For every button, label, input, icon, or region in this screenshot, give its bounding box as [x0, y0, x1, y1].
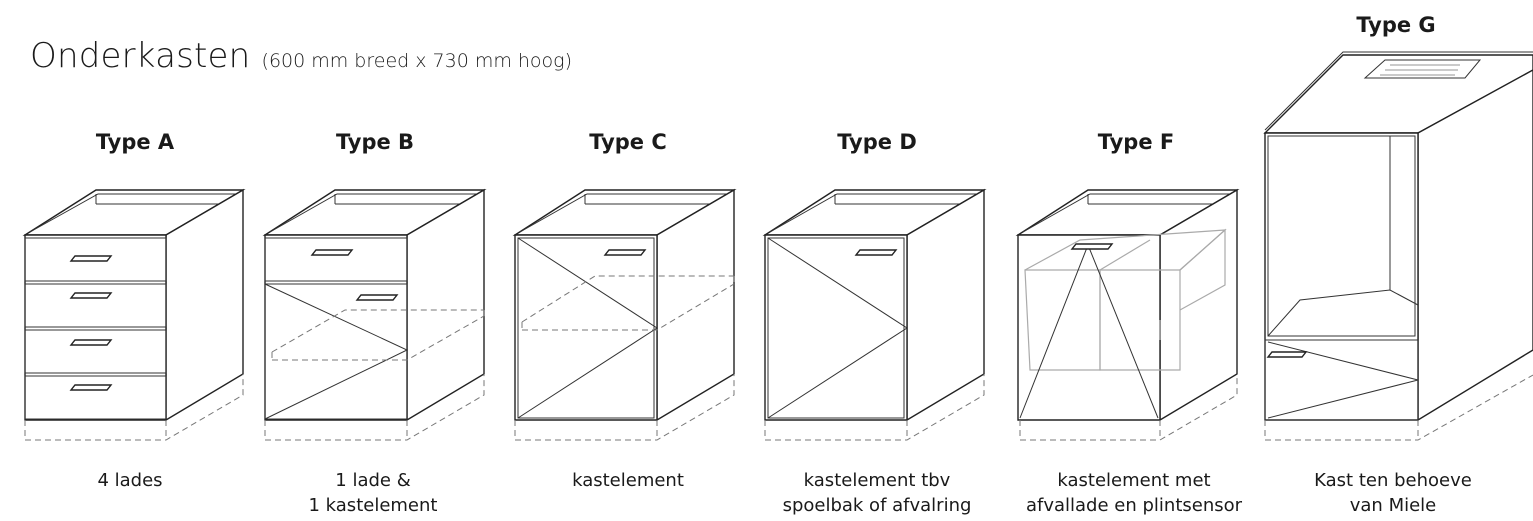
type-d-label: Type D [837, 130, 917, 154]
type-b-description: 1 lade & 1 kastelement [308, 470, 438, 516]
type-c-label: Type C [589, 130, 667, 154]
page-title: Onderkasten (600 mm breed x 730 mm hoog) [30, 36, 572, 76]
type-f-label: Type F [1097, 130, 1175, 154]
type-c-description: kastelement [572, 470, 684, 491]
vent-grille [1365, 60, 1480, 78]
cabinet-type-g [1265, 52, 1533, 440]
title-main: Onderkasten [30, 36, 251, 76]
type-f-description: kastelement met afvallade en plintsensor [1025, 470, 1243, 516]
cabinet-type-c [515, 190, 734, 440]
type-d-description: kastelement tbv spoelbak of afvalring [782, 470, 972, 516]
type-b-label: Type B [335, 130, 415, 154]
type-a-description: 4 lades [97, 470, 163, 491]
drawer-handle [71, 256, 111, 261]
drawer-handle [312, 250, 352, 255]
drawer-handle [71, 385, 111, 390]
drawer-handle [1072, 244, 1112, 249]
cabinet-type-f [1018, 190, 1237, 440]
type-a-label: Type A [95, 130, 175, 154]
door-handle [605, 250, 645, 255]
cabinet-type-b [265, 190, 484, 440]
drawer-handle [71, 340, 111, 345]
waste-bins [1025, 230, 1225, 370]
type-g-label: Type G [1356, 13, 1436, 37]
door-handle [856, 250, 896, 255]
door-handle [357, 295, 397, 300]
cabinet-type-d [765, 190, 984, 440]
drawer-handle [1268, 352, 1306, 357]
cabinet-type-a [25, 190, 243, 440]
title-dimensions: (600 mm breed x 730 mm hoog) [261, 50, 572, 72]
drawer-handle [71, 293, 111, 298]
type-g-description: Kast ten behoeve van Miele [1314, 470, 1472, 516]
